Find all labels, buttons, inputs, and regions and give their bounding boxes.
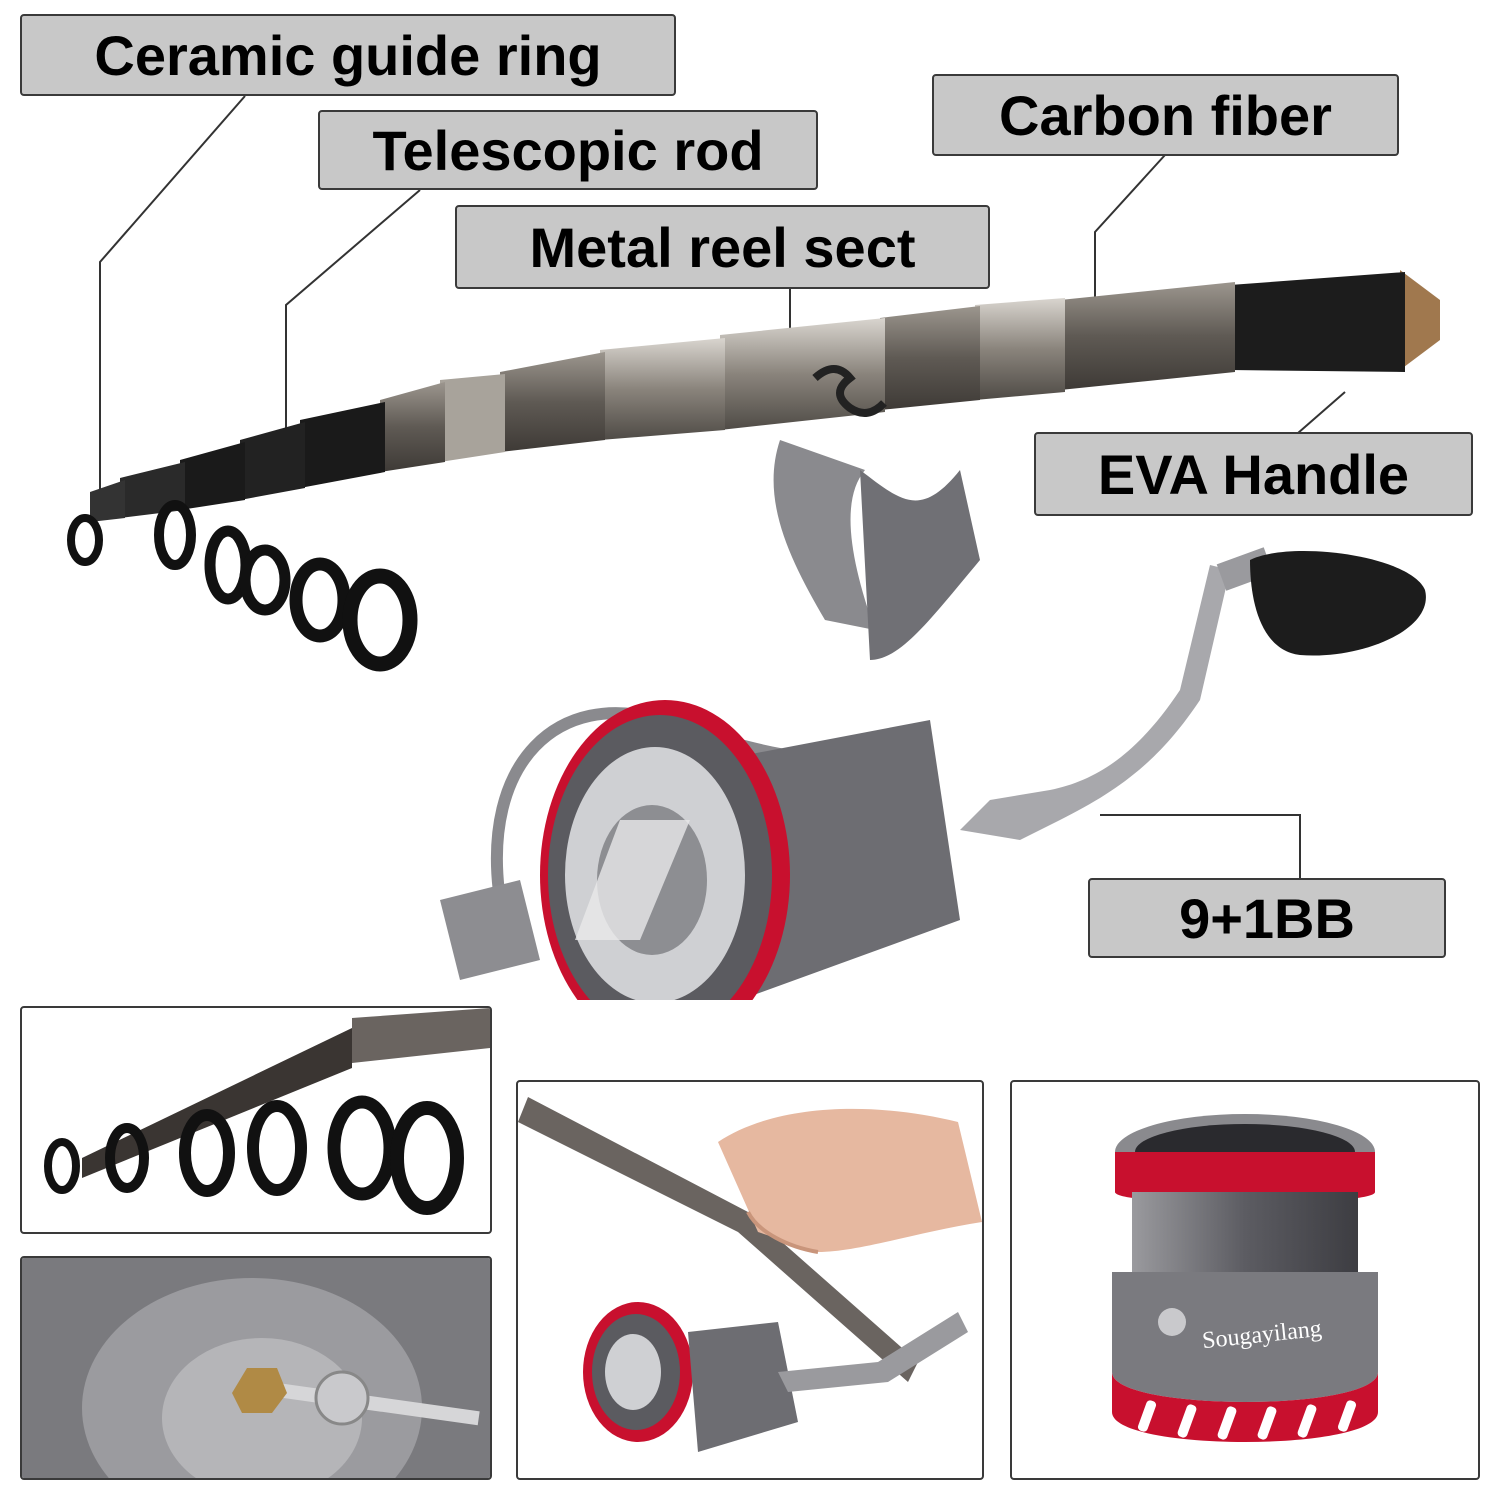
detail-panel-gear-internals	[20, 1256, 492, 1480]
guide-rings-detail-image	[44, 1008, 490, 1215]
label-telescopic-rod: Telescopic rod	[318, 110, 818, 190]
label-bearings: 9+1BB	[1088, 878, 1446, 958]
detail-panel-hand-holding	[516, 1080, 984, 1480]
telescopic-rod	[90, 270, 1440, 522]
main-product-illustration	[67, 95, 1440, 1000]
detail-panel-guide-rings	[20, 1006, 492, 1234]
brand-logo-icon	[812, 365, 887, 417]
hand-holding-rod-image	[518, 1097, 982, 1452]
leader-lines	[99, 95, 1346, 878]
reel-body	[540, 700, 960, 1000]
gear-internals-detail-image	[22, 1258, 490, 1478]
detail-panel-spare-spool: Sougayilang	[1010, 1080, 1480, 1480]
bail-roller	[440, 880, 540, 980]
label-ceramic-guide-ring: Ceramic guide ring	[20, 14, 676, 96]
spare-spool-image	[1112, 1114, 1378, 1442]
label-carbon-fiber: Carbon fiber	[932, 74, 1399, 156]
label-metal-reel-sect: Metal reel sect	[455, 205, 990, 289]
guide-rings	[67, 500, 418, 672]
reel-stem	[773, 440, 980, 660]
label-eva-handle: EVA Handle	[1034, 432, 1473, 516]
crank-handle	[960, 547, 1426, 840]
